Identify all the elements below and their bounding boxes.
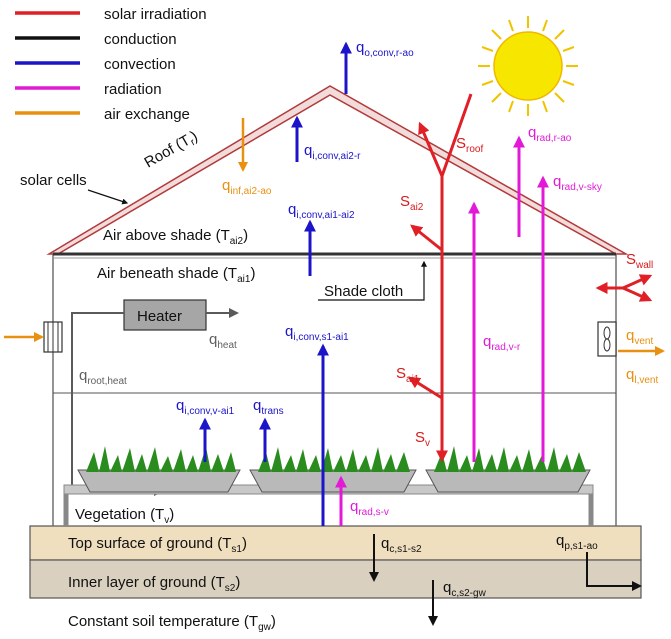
constant-soil-label: Constant soil temperature (Tgw) [68,613,276,633]
heater-label: Heater [137,308,182,325]
solar-cells-label: solar cells [20,172,87,189]
s-roof-label: Sroof [456,135,483,155]
top-surface-label: Top surface of ground (Ts1) [68,535,247,555]
legend: solar irradiation conduction convection … [15,6,207,123]
legend-radiation: radiation [104,81,162,98]
s-ai1-label: Sai1 [396,365,420,385]
s-roof-arrow [418,121,444,177]
s-v-label: Sv [415,429,430,449]
vegetation-label: Vegetation (Tv) [75,506,174,526]
air-above-shade-label: Air above shade (Tai2) [103,227,248,247]
legend-conduction: conduction [104,31,177,48]
heater [123,299,207,331]
legend-air-exchange: air exchange [104,106,190,123]
roof-label: Roof (Tr) [142,128,202,174]
q-o-conv-r-ao-label: qo,conv,r-ao [356,39,414,59]
q-i-conv-s1-ai1-label: qi,conv,s1-ai1 [285,323,349,343]
s-ai1-arrow [407,376,443,400]
grass-1 [86,446,236,472]
tray-1 [77,469,241,493]
q-i-conv-v-ai1-label: qi,conv,v-ai1 [176,397,235,417]
tray-2 [249,469,417,493]
shade-cloth-label: Shade cloth [324,283,403,300]
q-trans-label: qtrans [253,397,284,417]
solar-ray-main [440,93,473,177]
q-rad-r-ao-label: qrad,r-ao [528,124,572,144]
s-ai2-arrow [410,224,443,252]
q-c-s2-gw-label: qc,s2-gw [443,579,487,599]
q-l-vent-label: ql,vent [626,366,658,386]
grass-2 [258,447,410,472]
s-wall-label: Swall [626,251,653,271]
legend-solar-irradiation: solar irradiation [104,6,207,23]
q-rad-v-sky-label: qrad,v-sky [553,173,602,193]
q-p-s1-ao-arrow [586,552,642,591]
q-rad-v-r-label: qrad,v-r [483,333,521,353]
q-heat-label: qheat [209,331,237,351]
grass-3 [434,446,586,472]
s-ai2-label: Sai2 [400,193,424,213]
s-wall-arrows [595,274,653,302]
top-surface-ground [29,525,642,561]
q-vent-label: qvent [626,327,653,347]
q-p-s1-ao-label: qp,s1-ao [556,532,598,552]
q-inf-ai2-ao-label: qinf,ai2-ao [222,177,272,197]
inner-layer-ground [29,559,642,599]
q-c-s1-s2-label: qc,s1-s2 [381,535,422,555]
tray-3 [425,469,591,493]
q-i-conv-ai2-r-label: qi,conv,ai2-r [304,142,361,162]
air-beneath-shade-label: Air beneath shade (Tai1) [97,265,255,285]
q-i-conv-ai1-ai2-label: qi,conv,ai1-ai2 [288,201,355,221]
sun-icon [478,16,578,116]
legend-convection: convection [104,56,176,73]
q-rad-s-v-label: qrad,s-v [350,498,389,518]
inner-layer-label: Inner layer of ground (Ts2) [68,574,240,594]
q-root-heat-label: qroot,heat [79,367,127,387]
